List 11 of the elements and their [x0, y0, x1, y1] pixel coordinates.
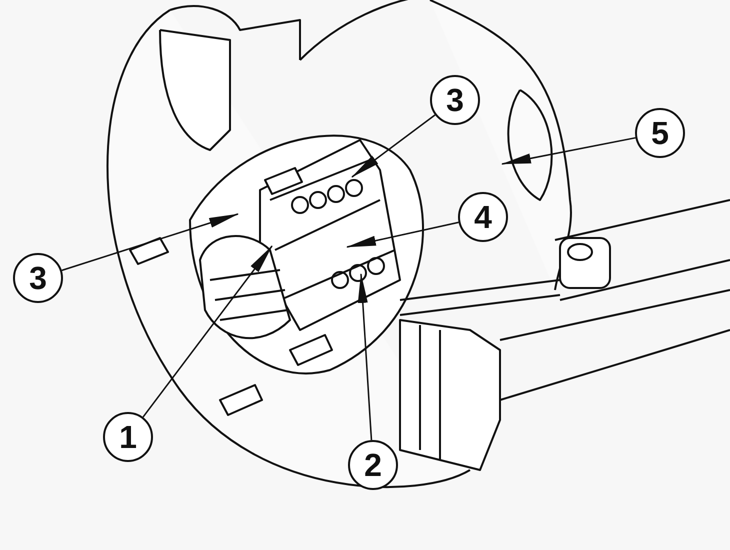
leader-line: [346, 222, 459, 248]
leader-line: [358, 273, 372, 440]
leader-line: [351, 114, 436, 178]
callout-number: 3: [13, 253, 63, 303]
callout-number: 1: [103, 412, 153, 462]
callout-number: 4: [458, 192, 508, 242]
leader-line: [501, 137, 636, 165]
leader-line: [62, 213, 239, 272]
callout-number: 5: [635, 108, 685, 158]
callout-number: 3: [430, 75, 480, 125]
leader-line: [142, 245, 273, 418]
